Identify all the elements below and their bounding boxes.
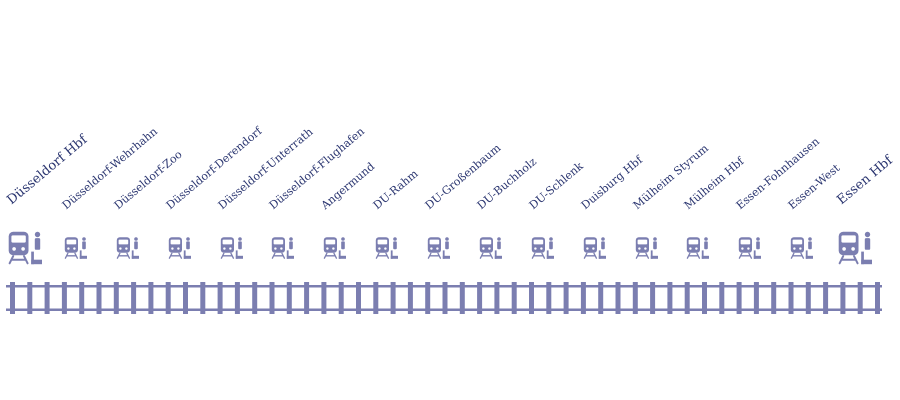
major-station-icon xyxy=(6,228,42,272)
station-label: DU-Schlenk xyxy=(526,159,586,212)
station-label: DU-Rahm xyxy=(370,167,421,212)
station-label: Düsseldorf-Unterrath xyxy=(215,125,315,212)
railway-track xyxy=(6,282,882,314)
station-icon xyxy=(167,235,191,265)
station-label: Angermund xyxy=(318,159,378,212)
station-icon xyxy=(634,235,658,265)
station-icon xyxy=(426,235,450,265)
station-label: Düsseldorf-Derendorf xyxy=(163,124,265,212)
station-icon xyxy=(685,235,710,265)
station-icon xyxy=(374,235,399,265)
major-station-icon xyxy=(836,228,872,272)
station-icon xyxy=(789,235,814,265)
station-icon xyxy=(737,235,762,265)
station-icon xyxy=(63,235,87,265)
station-label: Essen-Fohnhausen xyxy=(733,134,823,212)
station-icon xyxy=(582,235,606,265)
station-icon xyxy=(530,235,554,265)
station-label: Düsseldorf-Flughafen xyxy=(267,124,368,212)
station-icon xyxy=(115,235,139,265)
station-icon xyxy=(322,235,347,265)
station-icon xyxy=(219,235,243,265)
station-icon xyxy=(478,235,502,265)
station-label: Essen Hbf xyxy=(834,153,896,208)
station-label: Essen-West xyxy=(785,161,843,212)
station-icon xyxy=(270,235,295,265)
